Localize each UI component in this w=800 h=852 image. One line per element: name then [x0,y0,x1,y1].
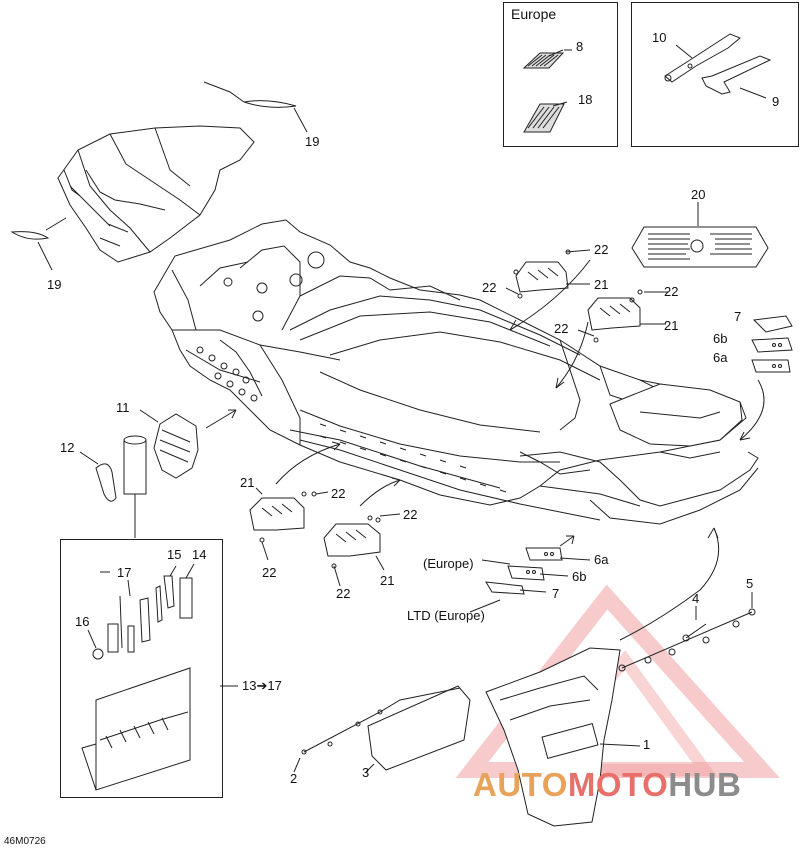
callout-21-d: 21 [380,573,395,588]
callout-22-c: 22 [664,284,679,299]
callout-22-d: 22 [554,321,569,336]
watermark-part2: MOTO [567,766,669,803]
callout-22-h: 22 [336,586,351,601]
callout-2: 2 [290,771,298,786]
arrows [203,81,765,641]
wrench-9 [701,55,772,99]
callout-6a-upper: 6a [713,350,728,365]
watermark-part1: AUTO [473,766,568,803]
watermark-part3: HUB [668,766,742,803]
front-nose-1 [485,647,641,827]
callout-9: 9 [772,94,780,109]
callout-7-upper: 7 [734,309,742,324]
fasteners-4-5 [618,592,756,672]
europe-inset-box [503,2,618,147]
decals-upper [751,315,793,373]
ltd-europe-note: LTD (Europe) [407,608,485,623]
callout-20: 20 [691,187,706,202]
decals-lower [469,547,591,613]
bracket-21-a [505,249,591,299]
callout-6b-upper: 6b [713,331,728,346]
callout-19-top: 19 [305,134,320,149]
callout-15: 15 [167,547,182,562]
callout-3: 3 [362,765,370,780]
reflector-8 [522,49,565,69]
wrench-10 [664,33,741,83]
callout-12: 12 [60,440,75,455]
callout-21-a: 21 [594,277,609,292]
callout-11: 11 [116,400,130,415]
leader-lines [100,49,572,573]
callout-13-17: 13➔17 [242,678,282,693]
europe-note: (Europe) [423,556,474,571]
tool-kit-contents [81,563,238,791]
fasteners-2 [293,687,461,773]
callout-5: 5 [746,576,754,591]
callout-22-g: 22 [262,565,277,580]
chassis-frame [153,219,759,525]
callout-21-b: 21 [664,318,679,333]
callout-22-e: 22 [331,486,346,501]
callout-10: 10 [652,30,667,45]
belly-pan [57,125,255,263]
callout-7-lower: 7 [552,586,560,601]
bracket-21-d [323,513,401,587]
strap-12 [79,451,117,502]
diagram-code: 46M0726 [4,836,46,847]
callout-17: 17 [117,565,132,580]
callout-4: 4 [692,591,700,606]
tool-kit-inset-box [60,539,223,798]
callout-21-c: 21 [240,475,255,490]
callout-22-b: 22 [482,280,497,295]
europe-box-title: Europe [511,6,557,22]
tool-tube [123,435,147,538]
callout-6a-lower: 6a [594,552,609,567]
callout-22-f: 22 [403,507,418,522]
bracket-21-c [249,487,329,561]
tool-holder-11 [139,409,199,479]
strip-19-top [243,100,308,133]
callout-16: 16 [75,614,90,629]
plate-3 [365,685,471,773]
callout-22-a: 22 [594,242,609,257]
callout-14: 14 [192,547,207,562]
bracket-21-b [577,289,668,343]
reflector-18 [523,101,568,133]
callout-19-left: 19 [47,277,62,292]
callout-8: 8 [576,39,584,54]
callout-6b-lower: 6b [572,569,587,584]
rear-bumper [609,383,743,447]
strip-19-left [10,217,67,271]
watermark-text: AUTOMOTOHUB [473,766,741,804]
callout-18: 18 [578,92,593,107]
decal-20 [631,202,769,268]
callout-1: 1 [643,737,651,752]
